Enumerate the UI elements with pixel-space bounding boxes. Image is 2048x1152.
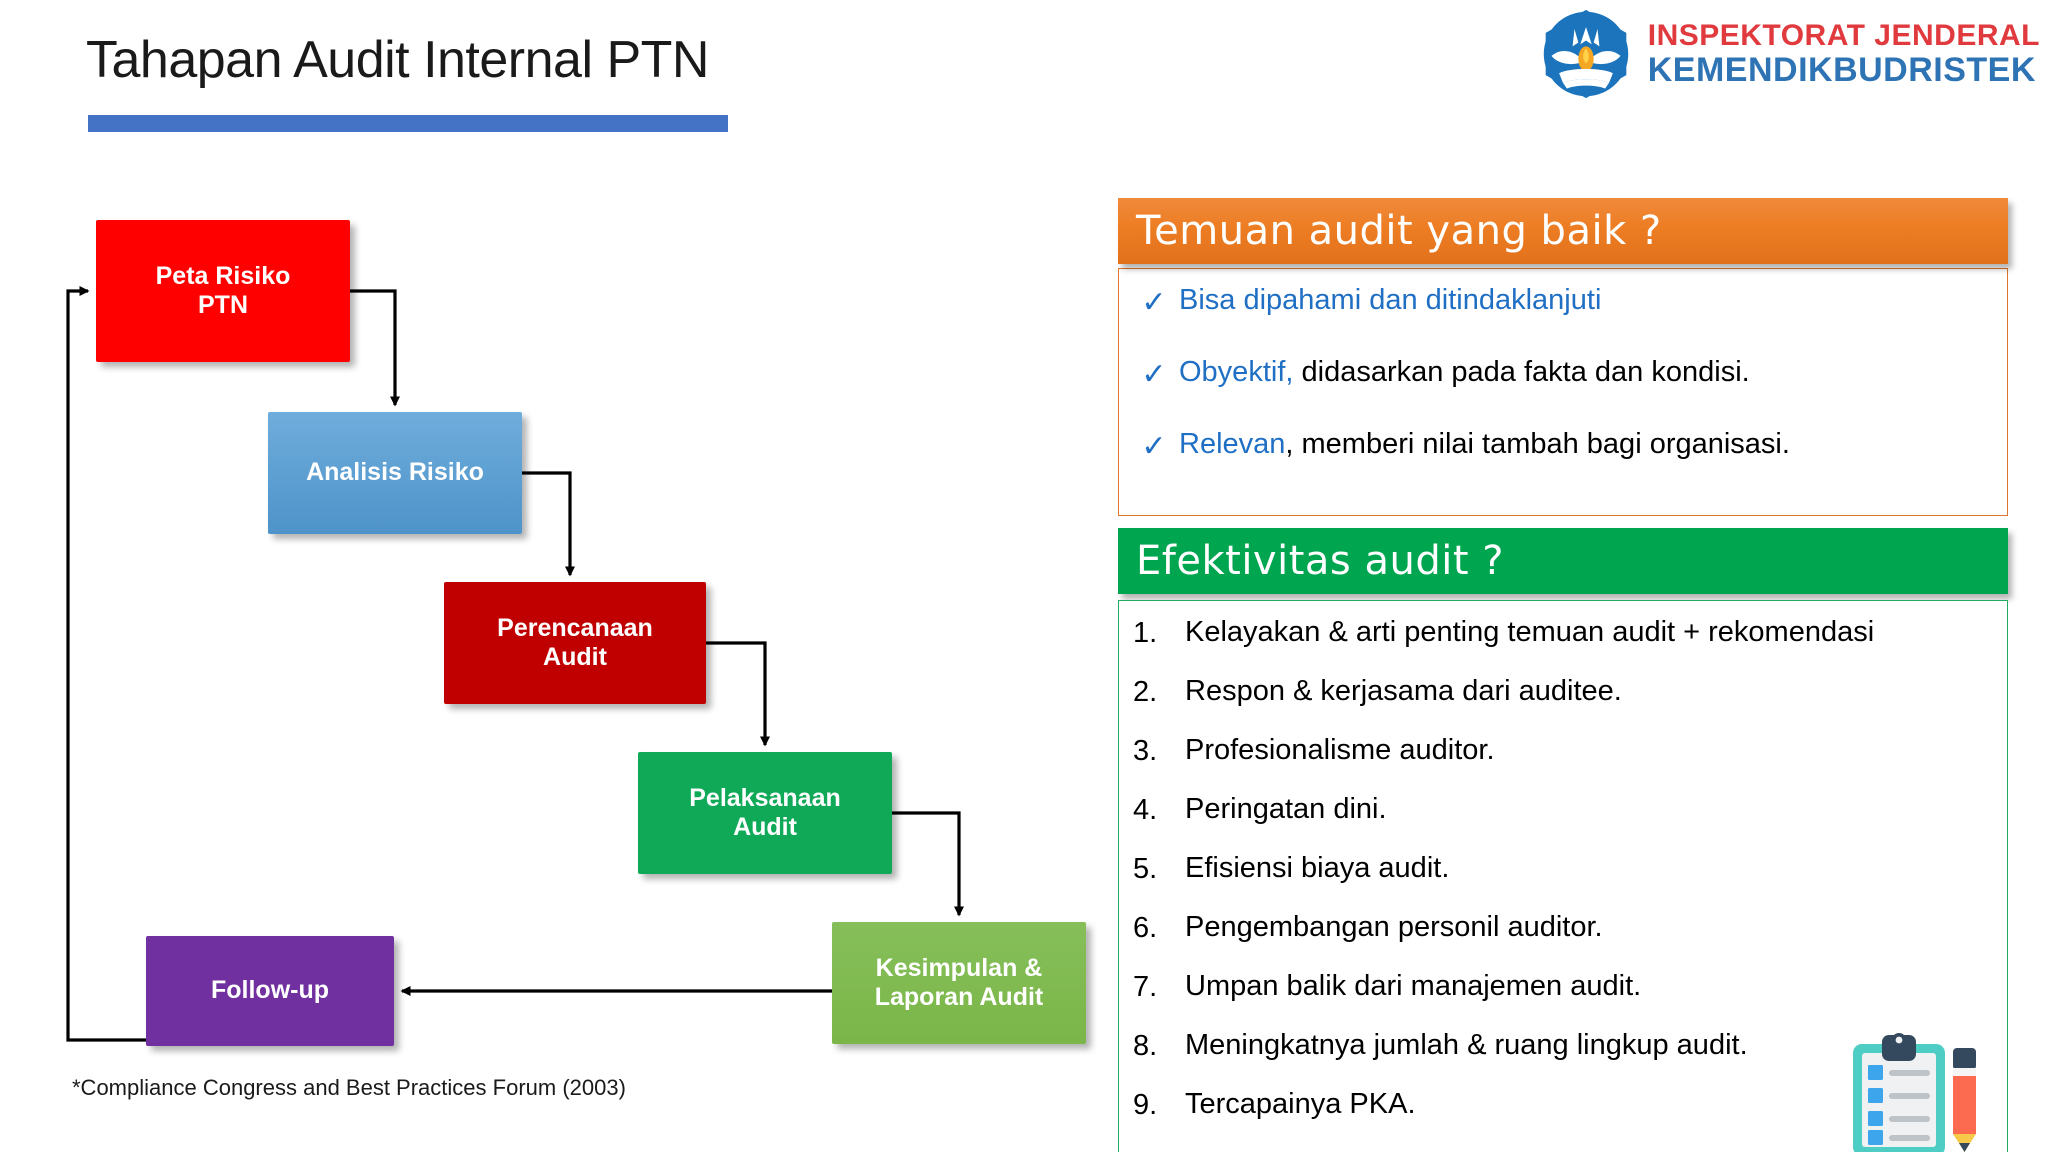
list-item-number: 4. [1133, 794, 1158, 826]
flow-node-label: Kesimpulan &Laporan Audit [874, 953, 1044, 1012]
list-item-number: 1. [1133, 617, 1158, 649]
flow-node-kesimpulan-laporan-audit[interactable]: Kesimpulan &Laporan Audit [832, 922, 1086, 1044]
check-icon: ✓ [1141, 358, 1167, 391]
list-item-text: Tercapainya PKA. [1185, 1088, 1416, 1120]
right-content-column: Temuan audit yang baik ? ✓ Bisa dipahami… [1118, 198, 2008, 1152]
list-item-number: 9. [1133, 1089, 1158, 1121]
flowchart-connectors [66, 286, 964, 1042]
flow-node-follow-up[interactable]: Follow-up [146, 936, 394, 1046]
panel-header-efektivitas-audit: Efektivitas audit ? [1118, 528, 2008, 594]
panel-header-label: Efektivitas audit ? [1136, 538, 1504, 584]
check-icon: ✓ [1141, 430, 1167, 463]
list-item-number: 8. [1133, 1030, 1158, 1062]
list-item: 9. Tercapainya PKA. [1119, 1088, 2007, 1148]
list-item-number: 3. [1133, 735, 1158, 767]
logo-line-inspektorat: INSPEKTORAT JENDERAL [1647, 19, 2040, 52]
source-footnote: *Compliance Congress and Best Practices … [72, 1075, 626, 1100]
list-item-text: Meningkatnya jumlah & ruang lingkup audi… [1185, 1029, 1748, 1061]
flow-node-analisis-risiko[interactable]: Analisis Risiko [268, 412, 522, 534]
flow-node-label: Follow-up [210, 976, 330, 1005]
list-item: 8. Meningkatnya jumlah & ruang lingkup au… [1119, 1029, 2007, 1089]
list-item-lead: Bisa dipahami dan ditindaklanjuti [1179, 284, 1602, 316]
list-item: 4. Peringatan dini. [1119, 793, 2007, 853]
panel-body-temuan-audit: ✓ Bisa dipahami dan ditindaklanjuti ✓ Ob… [1118, 268, 2008, 516]
list-item: ✓ Bisa dipahami dan ditindaklanjuti [1119, 284, 2007, 357]
list-item: 7. Umpan balik dari manajemen audit. [1119, 970, 2007, 1030]
list-item-lead: Relevan [1179, 428, 1286, 460]
list-item-text: Efisiensi biaya audit. [1185, 852, 1450, 884]
list-item: ✓ Obyektif, didasarkan pada fakta dan ko… [1119, 356, 2007, 429]
list-item: 2. Respon & kerjasama dari auditee. [1119, 675, 2007, 735]
list-item-text: Respon & kerjasama dari auditee. [1185, 675, 1622, 707]
list-item: 6. Pengembangan personil auditor. [1119, 911, 2007, 971]
list-item: ✓ Relevan, memberi nilai tambah bagi org… [1119, 428, 2007, 501]
list-item-number: 7. [1133, 971, 1158, 1003]
list-item-number: 5. [1133, 853, 1158, 885]
list-item-text: Obyektif, didasarkan pada fakta dan kond… [1179, 356, 1750, 389]
page-title: Tahapan Audit Internal PTN [86, 31, 709, 89]
list-item-text: Umpan balik dari manajemen audit. [1185, 970, 1642, 1002]
tut-wuri-handayani-emblem-icon [1538, 6, 1634, 102]
logo-line-kemendikbudristek: KEMENDIKBUDRISTEK [1647, 51, 2036, 89]
list-item-text: Kelayakan & arti penting temuan audit + … [1185, 616, 1875, 648]
list-item: 1. Kelayakan & arti penting temuan audit … [1119, 616, 2007, 676]
list-item-rest: didasarkan pada fakta dan kondisi. [1293, 356, 1750, 388]
list-item-number: 6. [1133, 912, 1158, 944]
list-item: 3. Profesionalisme auditor. [1119, 734, 2007, 794]
list-item-text: Bisa dipahami dan ditindaklanjuti [1179, 284, 1602, 317]
list-item-text: Pengembangan personil auditor. [1185, 911, 1603, 943]
organization-logo: INSPEKTORAT JENDERAL KEMENDIKBUDRISTEK [1538, 6, 2040, 102]
check-icon: ✓ [1141, 286, 1167, 319]
list-item-rest: , memberi nilai tambah bagi organisasi. [1285, 428, 1790, 460]
panel-body-efektivitas-audit: 1. Kelayakan & arti penting temuan audit … [1118, 600, 2008, 1152]
title-underline-bar [88, 115, 728, 132]
panel-header-label: Temuan audit yang baik ? [1136, 208, 1662, 254]
list-item-number: 2. [1133, 676, 1158, 708]
clipboard-checklist-pencil-icon [1849, 1030, 1983, 1152]
list-item-text: Peringatan dini. [1185, 793, 1387, 825]
list-item-text: Profesionalisme auditor. [1185, 734, 1495, 766]
flow-node-label: Analisis Risiko [306, 458, 484, 487]
list-item-lead: Obyektif, [1179, 356, 1294, 388]
list-item-text: Relevan, memberi nilai tambah bagi organ… [1179, 428, 1790, 461]
list-item: 5. Efisiensi biaya audit. [1119, 852, 2007, 912]
panel-header-temuan-audit: Temuan audit yang baik ? [1118, 198, 2008, 264]
